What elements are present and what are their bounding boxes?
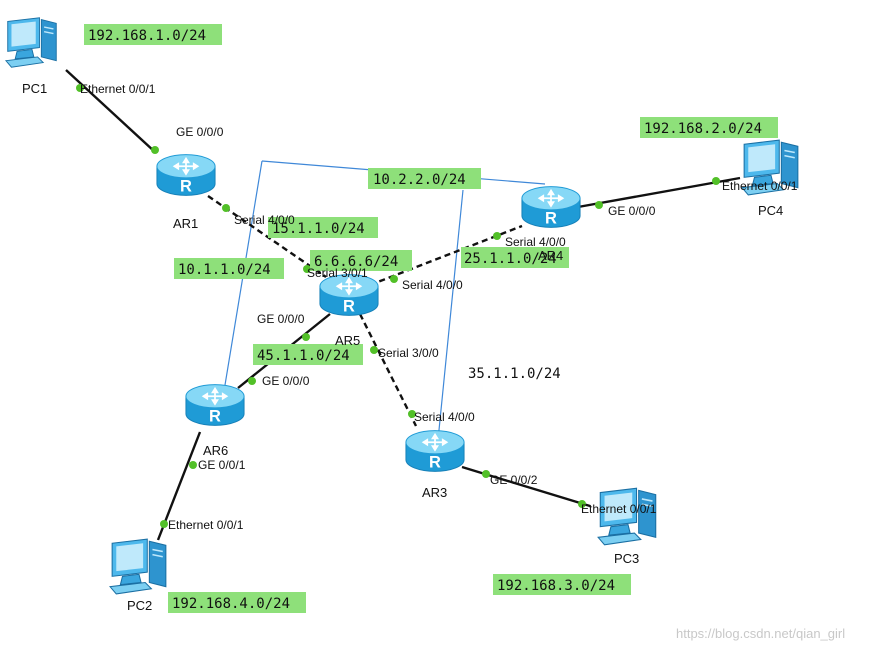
- device-label-ar5: AR5: [335, 333, 360, 348]
- port-dots: [76, 84, 720, 528]
- device-ar1[interactable]: AR1: [156, 153, 216, 231]
- link-pc1-ar1: [65, 69, 156, 153]
- port-dot: [408, 410, 416, 418]
- port-label-ar1-serial: Serial 4/0/0: [234, 213, 295, 227]
- port-dot: [595, 201, 603, 209]
- device-pc4[interactable]: PC4: [741, 139, 799, 218]
- port-label-ar3-ge: GE 0/0/2: [490, 473, 538, 487]
- port-label-ar4-serial: Serial 4/0/0: [505, 235, 566, 249]
- net-label-10-1-1: 10.1.1.0/24: [178, 262, 271, 278]
- port-label-pc3-eth: Ethernet 0/0/1: [581, 502, 657, 516]
- port-label-ar5-serial40: Serial 4/0/0: [402, 278, 463, 292]
- device-label-ar1: AR1: [173, 216, 198, 231]
- port-label-ar5-serial30: Serial 3/0/0: [378, 346, 439, 360]
- router-icon: [319, 273, 379, 317]
- port-dot: [222, 204, 230, 212]
- device-ar6[interactable]: AR6: [185, 383, 245, 458]
- router-icon: [405, 429, 465, 473]
- links: [65, 69, 741, 541]
- net-label-35-1-1: 35.1.1.0/24: [468, 366, 561, 382]
- network-labels: 192.168.1.0/24 192.168.2.0/24 192.168.3.…: [84, 24, 778, 613]
- pc-icon: [5, 17, 57, 68]
- device-label-pc2: PC2: [127, 598, 152, 613]
- port-dot: [390, 275, 398, 283]
- port-dot: [76, 84, 84, 92]
- port-label-pc1-eth: Ethernet 0/0/1: [80, 82, 156, 96]
- net-box-bg: [368, 168, 481, 189]
- net-box-bg: [268, 217, 378, 238]
- net-box-bg: [493, 574, 631, 595]
- port-dot: [712, 177, 720, 185]
- link-ar5-ar3: [358, 313, 418, 427]
- net-label-192-168-1: 192.168.1.0/24: [88, 28, 206, 44]
- device-pc3[interactable]: PC3: [597, 487, 657, 566]
- port-dot: [160, 520, 168, 528]
- device-pc2[interactable]: PC2: [109, 538, 167, 613]
- port-dot: [370, 346, 378, 354]
- device-label-ar3: AR3: [422, 485, 447, 500]
- port-dot: [493, 232, 501, 240]
- port-dot: [578, 500, 586, 508]
- net-label-10-2-2: 10.2.2.0/24: [373, 172, 466, 188]
- pc-icon: [109, 538, 167, 595]
- device-label-pc4: PC4: [758, 203, 783, 218]
- area-line-right: [437, 189, 464, 441]
- port-dot: [151, 146, 159, 154]
- net-box-bg: [168, 592, 306, 613]
- router-icon: [185, 383, 245, 427]
- net-box-bg: [640, 117, 778, 138]
- router-icon: [156, 153, 216, 197]
- port-label-pc4-eth: Ethernet 0/0/1: [722, 179, 798, 193]
- pc-icon: [597, 487, 657, 546]
- net-box-bg: [253, 344, 363, 365]
- device-pc1[interactable]: PC1: [5, 17, 57, 96]
- router-icon: [521, 185, 581, 229]
- port-label-ar1-ge: GE 0/0/0: [176, 125, 224, 139]
- port-label-ar5-ge: GE 0/0/0: [257, 312, 305, 326]
- devices: PC1 PC4 PC2 PC3 AR1 AR4 AR5 AR6: [5, 17, 799, 613]
- net-box-bg: [174, 258, 284, 279]
- port-dot: [303, 265, 311, 273]
- net-label-192-168-3: 192.168.3.0/24: [497, 578, 615, 594]
- port-label-pc2-eth: Ethernet 0/0/1: [168, 518, 244, 532]
- device-label-ar6: AR6: [203, 443, 228, 458]
- net-box-bg: [461, 247, 569, 268]
- port-dot: [248, 377, 256, 385]
- net-box-bg: [84, 24, 222, 45]
- device-ar4[interactable]: AR4: [521, 185, 581, 263]
- area-boundary-lines: [224, 160, 546, 441]
- port-label-ar3-serial: Serial 4/0/0: [414, 410, 475, 424]
- device-label-ar4: AR4: [538, 248, 563, 263]
- port-label-ar6-ge0: GE 0/0/0: [262, 374, 310, 388]
- net-label-45-1-1: 45.1.1.0/24: [257, 348, 350, 364]
- port-label-ar4-ge: GE 0/0/0: [608, 204, 656, 218]
- device-ar3[interactable]: AR3: [405, 429, 465, 500]
- net-box-bg: [310, 250, 412, 271]
- port-dot: [189, 461, 197, 469]
- port-dot: [302, 333, 310, 341]
- net-label-192-168-2: 192.168.2.0/24: [644, 121, 762, 137]
- net-label-192-168-4: 192.168.4.0/24: [172, 596, 290, 612]
- net-label-15-1-1: 15.1.1.0/24: [272, 221, 365, 237]
- port-dot: [482, 470, 490, 478]
- port-label-ar5-serial31: Serial 3/0/1: [307, 266, 368, 280]
- port-label-ar6-ge1: GE 0/0/1: [198, 458, 246, 472]
- watermark: https://blog.csdn.net/qian_girl: [676, 626, 845, 641]
- device-label-pc1: PC1: [22, 81, 47, 96]
- net-label-6-6-6-6: 6.6.6.6/24: [314, 254, 398, 270]
- device-ar5[interactable]: AR5: [319, 273, 379, 348]
- net-label-25-1-1: 25.1.1.0/24: [464, 251, 557, 267]
- device-label-pc3: PC3: [614, 551, 639, 566]
- port-labels: Ethernet 0/0/1 GE 0/0/0 Serial 4/0/0 Ser…: [80, 82, 798, 532]
